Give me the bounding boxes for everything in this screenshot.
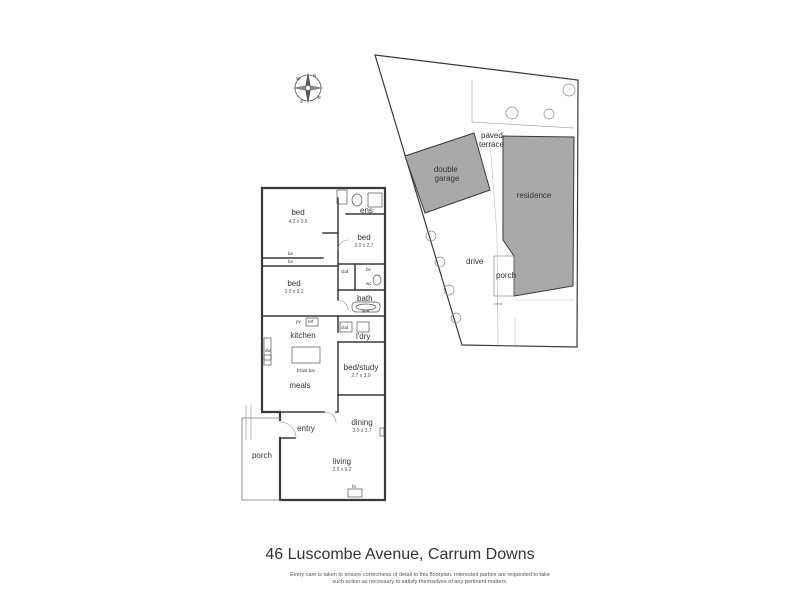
compass-north-label: N bbox=[313, 73, 316, 78]
compass-rose-icon: N S W E bbox=[292, 72, 324, 104]
room-cbd-2-label: cbd bbox=[341, 325, 349, 330]
drive-label: drive bbox=[466, 257, 484, 266]
room-bed-master-dims: 4.2 x 3.6 bbox=[288, 219, 307, 225]
house-floor-plan bbox=[241, 186, 387, 502]
site-plan: ▭▭ bbox=[374, 54, 579, 348]
room-bir-2-label: bir bbox=[288, 259, 294, 264]
room-bir-1-label: bir bbox=[288, 251, 294, 256]
room-bed-2-dims: 3.0 x 2.7 bbox=[354, 243, 373, 249]
room-meals-label: meals bbox=[289, 381, 310, 390]
disclaimer-text: Every care is taken to ensure correctnes… bbox=[290, 572, 550, 585]
room-study-label: bed/study bbox=[344, 363, 379, 372]
double-garage-label: double garage bbox=[434, 165, 460, 183]
compass-west-label: W bbox=[296, 76, 301, 81]
property-address-title: 46 Luscombe Avenue, Carrum Downs bbox=[265, 546, 535, 563]
residence-label: residence bbox=[517, 191, 552, 200]
breakfast-bar-label: b'fast bar bbox=[297, 368, 316, 373]
heater-label: ht bbox=[352, 484, 357, 489]
room-kitchen-label: kitchen bbox=[290, 331, 315, 340]
svg-text:▭▭: ▭▭ bbox=[494, 301, 503, 306]
room-pantry-label: pv bbox=[296, 319, 302, 324]
paved-terrace-label: paved terrace bbox=[479, 131, 505, 149]
room-ref-label: ref bbox=[308, 319, 314, 324]
room-bed-master-label: bed bbox=[291, 208, 304, 217]
room-wc-label: wc bbox=[366, 281, 372, 286]
room-bed-3-label: bed bbox=[287, 279, 300, 288]
room-living-label: living bbox=[333, 457, 351, 466]
site-boundary bbox=[374, 54, 579, 348]
site-porch-label: porch bbox=[496, 271, 516, 280]
site-porch-outline bbox=[493, 255, 515, 297]
room-dining-dims: 3.0 x 3.7 bbox=[352, 428, 371, 434]
room-bed-3-dims: 3.0 x 3.2 bbox=[284, 289, 303, 295]
room-bir-3-label: bir bbox=[366, 267, 372, 272]
dishwasher-label: dw bbox=[265, 348, 272, 353]
double-garage-footprint bbox=[404, 132, 491, 214]
room-dining-label: dining bbox=[351, 418, 372, 427]
room-spa-label: spa bbox=[362, 308, 370, 313]
compass-south-label: S bbox=[300, 99, 303, 104]
room-bed-2-label: bed bbox=[357, 233, 370, 242]
room-porch-label: porch bbox=[252, 451, 272, 460]
room-study-dims: 2.7 x 3.0 bbox=[351, 373, 370, 379]
room-cbd-label: cbd bbox=[341, 269, 349, 274]
compass-east-label: E bbox=[318, 95, 321, 100]
tree-icon bbox=[425, 83, 576, 324]
room-laundry-label: l'dry bbox=[356, 332, 370, 341]
room-bath-label: bath bbox=[357, 294, 373, 303]
room-living-dims: 3.6 x 6.2 bbox=[332, 467, 351, 473]
room-ens-label: ens bbox=[360, 206, 373, 215]
room-entry-label: entry bbox=[297, 424, 315, 433]
